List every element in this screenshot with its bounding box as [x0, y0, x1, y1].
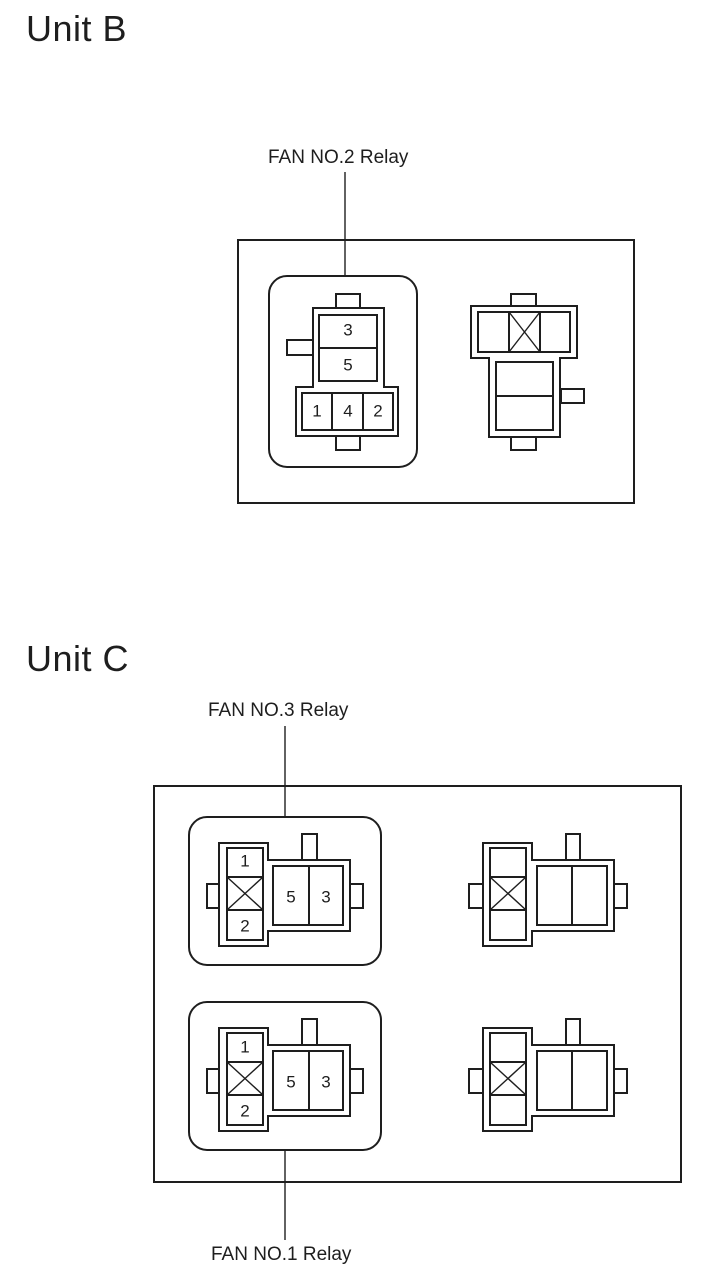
pin-3: 3 — [321, 888, 330, 907]
relay-tab — [468, 883, 484, 909]
pin-1: 1 — [240, 1038, 249, 1057]
pin-1: 1 — [312, 402, 321, 421]
unit-c-empty-relay-bottom — [468, 1018, 628, 1132]
relay-tab — [301, 833, 318, 862]
relay-body — [218, 1027, 351, 1132]
fan-no1-relay: 1 2 5 3 — [188, 1001, 382, 1151]
pin-3: 3 — [321, 1073, 330, 1092]
fan-no1-relay-label: FAN NO.1 Relay — [211, 1244, 352, 1265]
unit-c-empty-relay-top — [468, 833, 628, 947]
relay-left-cavity — [489, 1032, 527, 1126]
pin-1: 1 — [240, 852, 249, 871]
unit-c-title: Unit C — [26, 638, 130, 679]
relay-upper-cavity — [477, 311, 571, 353]
fan-no2-relay: 3 5 1 4 2 — [268, 275, 418, 468]
fan-no3-relay: 1 2 5 3 — [188, 816, 382, 966]
pin-3: 3 — [343, 321, 352, 340]
relay-body — [218, 842, 351, 947]
fan-no2-relay-outline — [268, 275, 418, 468]
unit-b-title: Unit B — [26, 8, 128, 49]
pin-2: 2 — [373, 402, 382, 421]
unit-c-block: FAN NO.3 Relay 1 2 5 3 — [153, 700, 682, 1265]
relay-tab — [612, 1068, 628, 1094]
relay-body — [470, 305, 578, 438]
pin-4: 4 — [343, 402, 352, 421]
relay-left-cavity — [226, 847, 264, 941]
fan-no3-relay-outline — [188, 816, 382, 966]
relay-tab — [335, 434, 361, 451]
relay-body — [295, 307, 399, 437]
relay-body — [482, 1027, 615, 1132]
pin-5: 5 — [343, 356, 352, 375]
unit-b-block: FAN NO.2 Relay 3 5 1 4 2 — [237, 147, 635, 504]
relay-left-cavity — [489, 847, 527, 941]
unit-c-outer-frame — [153, 785, 682, 1183]
relay-tab — [286, 339, 314, 356]
relay-tab — [565, 1018, 581, 1047]
relay-tab — [348, 1068, 364, 1094]
relay-body — [482, 842, 615, 947]
relay-tab — [565, 833, 581, 862]
pin-2: 2 — [240, 1102, 249, 1121]
relay-tab — [560, 388, 585, 404]
unit-b-outer-frame — [237, 239, 635, 504]
unit-b-empty-relay — [470, 293, 585, 451]
pin-5: 5 — [286, 888, 295, 907]
relay-left-cavity — [226, 1032, 264, 1126]
pin-2: 2 — [240, 917, 249, 936]
fan-no2-relay-label: FAN NO.2 Relay — [268, 147, 409, 168]
relay-lower-cavity — [301, 392, 394, 431]
relay-tab — [348, 883, 364, 909]
relay-tab — [301, 1018, 318, 1047]
fan-no3-relay-label: FAN NO.3 Relay — [208, 700, 349, 721]
relay-tab — [468, 1068, 484, 1094]
relay-tab — [612, 883, 628, 909]
pin-5: 5 — [286, 1073, 295, 1092]
